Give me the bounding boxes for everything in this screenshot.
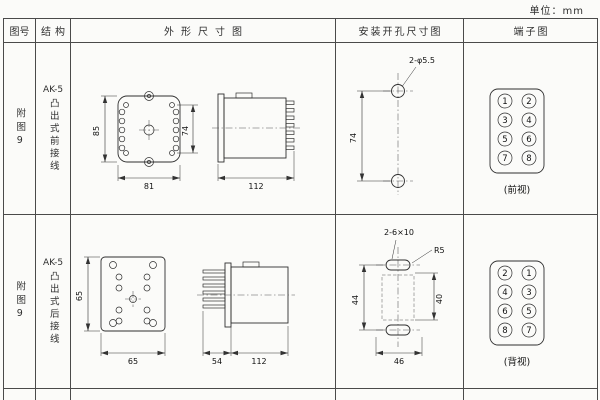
row2-terminal-diagram: 2 1 4 3 6 5 8 7 (背视) [489,260,545,368]
hole-size-label: 2-φ5.5 [409,56,435,65]
header-terminal: 端子图 [464,19,597,43]
header-terminal-label: 端子图 [513,27,550,38]
dim-front-width-label: 65 [128,357,138,366]
dim-right-label: 40 [435,294,444,304]
terminal-number: 7 [502,154,507,164]
dim-left-label: 44 [351,295,360,305]
header-mounting-label: 安装开孔尺寸图 [358,27,443,38]
row2-mounting-drawing: 2-6×10 R5 44 40 46 [351,228,445,366]
terminal-number: 8 [502,326,507,336]
dim-front-height-label: 85 [92,126,101,136]
terminal-number: 4 [526,116,531,126]
row2-outline-cell: 65 65 [71,215,336,389]
terminal-number: 4 [502,288,507,298]
terminal-number: 1 [526,269,531,279]
continuation-cell [36,389,71,400]
front-view-dimensions: 85 74 81 [92,95,198,191]
relay-front-view [117,91,181,167]
continuation-cell [336,389,464,400]
dim-front-inner-label: 74 [181,126,190,136]
dimension-table: 图号 结构 外形尺寸图 安装开孔尺寸图 端子图 附图9 AK-5 凸出式前接线 [3,18,598,400]
front-view-dimensions: 65 65 [75,256,166,366]
row2-fig-no-cell: 附图9 [4,215,36,389]
header-mounting: 安装开孔尺寸图 [336,19,464,43]
header-structure: 结构 [36,19,71,43]
continuation-cell [464,389,597,400]
side-view-dimensions: 112 [217,151,295,191]
dim-bottom-label: 46 [394,357,404,366]
relay-side-view [197,261,295,328]
row1-structure-desc: 凸出式前接线 [47,97,59,173]
terminal-number: 8 [526,154,531,164]
row1-mounting-drawing: 2-φ5.5 74 [349,56,435,195]
dim-side-depth-label: 112 [248,182,263,191]
continuation-cell [71,389,336,400]
row2-mounting-cell: 2-6×10 R5 44 40 46 [336,215,464,389]
terminal-number: 5 [526,307,531,317]
terminal-circles: 1 2 3 4 5 6 7 8 [497,93,537,166]
row2-structure: AK-5 凸出式后接线 [43,258,63,346]
terminal-number: 2 [526,97,531,107]
row2-model: AK-5 [42,257,64,268]
header-outline: 外形尺寸图 [71,19,336,43]
terminal-view-caption: (前视) [504,184,530,196]
terminal-number: 6 [526,135,531,145]
row1-fig-no: 附图9 [14,107,26,150]
terminal-number: 7 [526,326,531,336]
terminal-number: 3 [502,116,507,126]
row2-outline-drawing: 65 65 [75,256,295,366]
row2-fig-no: 附图9 [14,280,26,323]
slot-spacing-dimensions: 44 40 46 [351,264,444,366]
dim-side-depth-label: 112 [251,357,266,366]
header-structure-label: 结构 [41,27,69,38]
slot-radius-label: R5 [434,246,445,255]
side-view-dimensions: 54 112 [202,311,289,366]
dim-pin-depth-label: 54 [212,357,222,366]
slot-size-label: 2-6×10 [384,228,414,237]
relay-side-view [212,92,300,163]
row1-terminal-diagram: 1 2 3 4 5 6 7 8 (前视) [489,88,545,196]
row1-terminal-cell: 1 2 3 4 5 6 7 8 (前视) [464,43,597,215]
header-fig-no-label: 图号 [9,27,30,38]
terminal-number: 5 [502,135,507,145]
terminal-number: 1 [502,97,507,107]
hole-spacing-dimension: 74 [349,90,391,182]
header-outline-label: 外形尺寸图 [164,27,249,38]
row1-outline-drawing: 85 74 81 [92,91,300,191]
row1-mounting-cell: 2-φ5.5 74 [336,43,464,215]
mounting-slots [376,259,420,336]
row2-structure-cell: AK-5 凸出式后接线 [36,215,71,389]
continuation-cell [4,389,36,400]
row1-fig-no-cell: 附图9 [4,43,36,215]
header-fig-no: 图号 [4,19,36,43]
row2-terminal-cell: 2 1 4 3 6 5 8 7 (背视) [464,215,597,389]
dim-front-width-label: 81 [144,182,154,191]
row1-structure-cell: AK-5 凸出式前接线 [36,43,71,215]
relay-front-view [100,256,166,332]
row1-outline-cell: 85 74 81 [71,43,336,215]
row1-model: AK-5 [42,84,64,95]
terminal-number: 6 [502,307,507,317]
terminal-number: 2 [502,269,507,279]
terminal-circles: 2 1 4 3 6 5 8 7 [497,265,537,338]
terminal-view-caption: (背视) [504,356,530,368]
hole-spacing-label: 74 [349,133,358,143]
row2-structure-desc: 凸出式后接线 [47,270,59,346]
unit-label: 单位：mm [529,6,584,17]
row1-structure: AK-5 凸出式前接线 [43,85,63,173]
dim-front-height-label: 65 [75,291,84,301]
terminal-number: 3 [526,288,531,298]
